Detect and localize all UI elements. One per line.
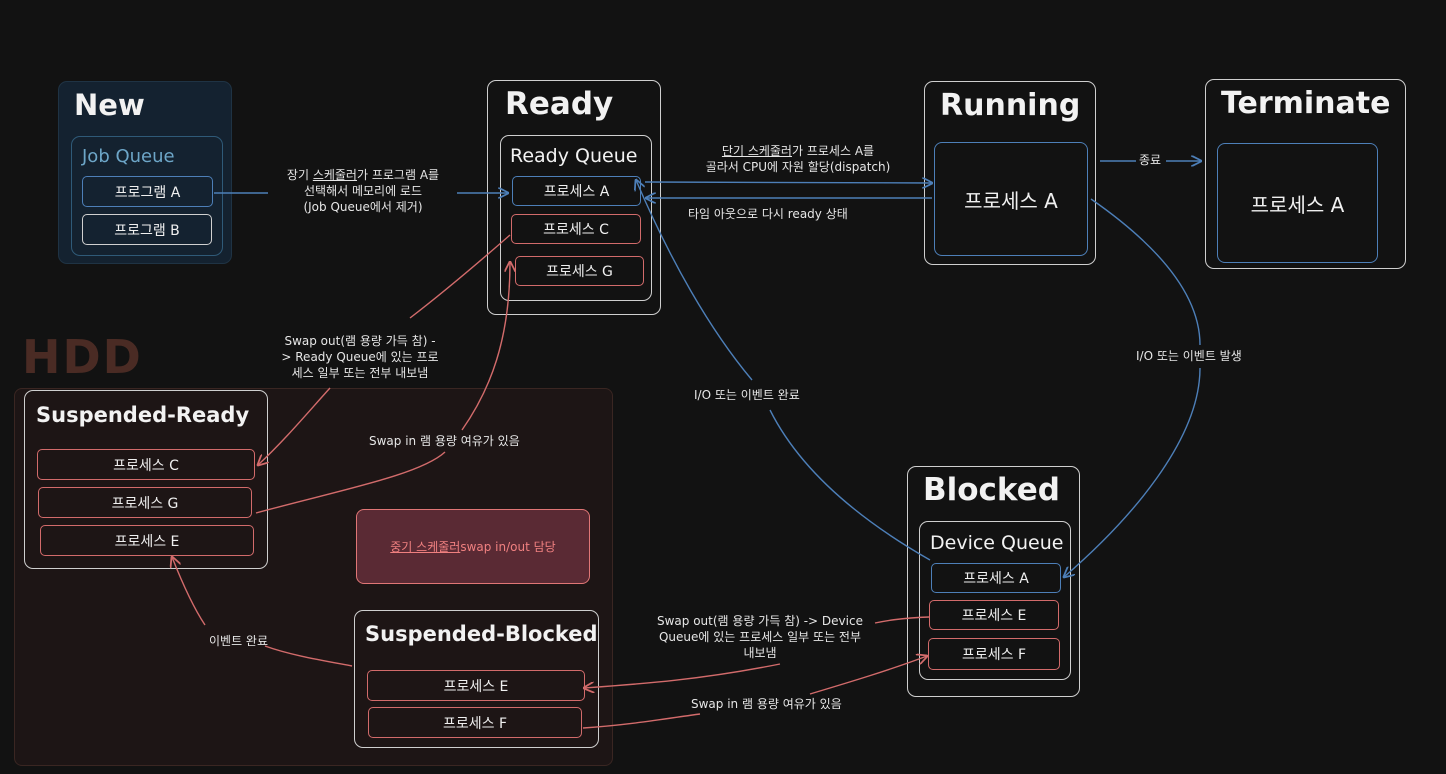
mid-scheduler-underlined: 중기 스케줄러 [390, 540, 461, 554]
job-queue-box [71, 136, 223, 256]
label-swap-out-ready: Swap out(램 용량 가득 참) - > Ready Queue에 있는 … [281, 334, 439, 380]
ready-queue-box [500, 135, 652, 301]
arrow-running-to-blocked [1064, 198, 1201, 577]
suspended-blocked-box [354, 610, 599, 748]
running-item-process-a: 프로세스 A [934, 142, 1088, 256]
running-state-title: Running [940, 88, 1081, 123]
running-state-box [924, 81, 1096, 265]
terminate-state-title: Terminate [1221, 86, 1391, 121]
ready-state-title: Ready [505, 86, 614, 122]
label-event-done: 이벤트 완료 [209, 634, 269, 648]
suspended-ready-box [24, 390, 268, 569]
suspended-ready-item-g: 프로세스 G [38, 487, 252, 518]
suspended-blocked-item-f: 프로세스 F [368, 707, 582, 738]
suspended-blocked-title: Suspended-Blocked [365, 622, 598, 646]
label-swap-in-blocked: Swap in 램 용량 여유가 있음 [691, 697, 842, 711]
blocked-state-title: Blocked [923, 472, 1060, 508]
label-swap-in-ready: Swap in 램 용량 여유가 있음 [369, 434, 520, 448]
terminate-item-process-a: 프로세스 A [1217, 143, 1378, 263]
label-io-event: I/O 또는 이벤트 발생 [1136, 349, 1242, 363]
suspended-ready-title: Suspended-Ready [36, 403, 250, 427]
job-queue-title: Job Queue [82, 146, 175, 167]
arrow-event-done [172, 557, 353, 667]
device-queue-box [919, 521, 1071, 680]
ready-item-process-c: 프로세스 C [511, 214, 641, 244]
new-state-box [58, 81, 232, 264]
label-short-term-scheduler: 단기 스케줄러가 프로세스 A를 골라서 CPU에 자원 할당(dispatch… [705, 144, 891, 174]
new-state-title: New [74, 88, 145, 122]
job-item-program-a: 프로그램 A [82, 176, 213, 207]
arrow-ready-to-running [644, 182, 932, 183]
hdd-label: HDD [22, 330, 143, 384]
device-queue-title: Device Queue [930, 532, 1064, 554]
mid-scheduler-rest: swap in/out 담당 [460, 540, 556, 554]
blocked-state-box [907, 466, 1080, 697]
arrow-swap-in-ready [255, 262, 510, 514]
ready-queue-title: Ready Queue [510, 145, 638, 167]
device-item-process-e: 프로세스 E [929, 600, 1059, 630]
label-io-done: I/O 또는 이벤트 완료 [694, 388, 800, 402]
arrow-blocked-to-ready [636, 180, 931, 561]
label-long-term-scheduler: 장기 스케줄러가 프로그램 A를 선택해서 메모리에 로드 (Job Queue… [286, 168, 440, 214]
arrow-ready-swap-out [258, 234, 511, 465]
mid-scheduler-note: 중기 스케줄러 swap in/out 담당 [356, 509, 590, 584]
job-item-program-b: 프로그램 B [82, 214, 212, 245]
label-terminate: 종료 [1139, 153, 1162, 167]
label-swap-out-device: Swap out(램 용량 가득 참) -> Device Queue에 있는 … [657, 614, 863, 660]
terminate-state-box [1205, 79, 1406, 269]
label-timeout: 타임 아웃으로 다시 ready 상태 [688, 207, 848, 221]
arrow-device-swap-out [584, 616, 930, 688]
arrow-swap-in-blocked [582, 656, 927, 729]
